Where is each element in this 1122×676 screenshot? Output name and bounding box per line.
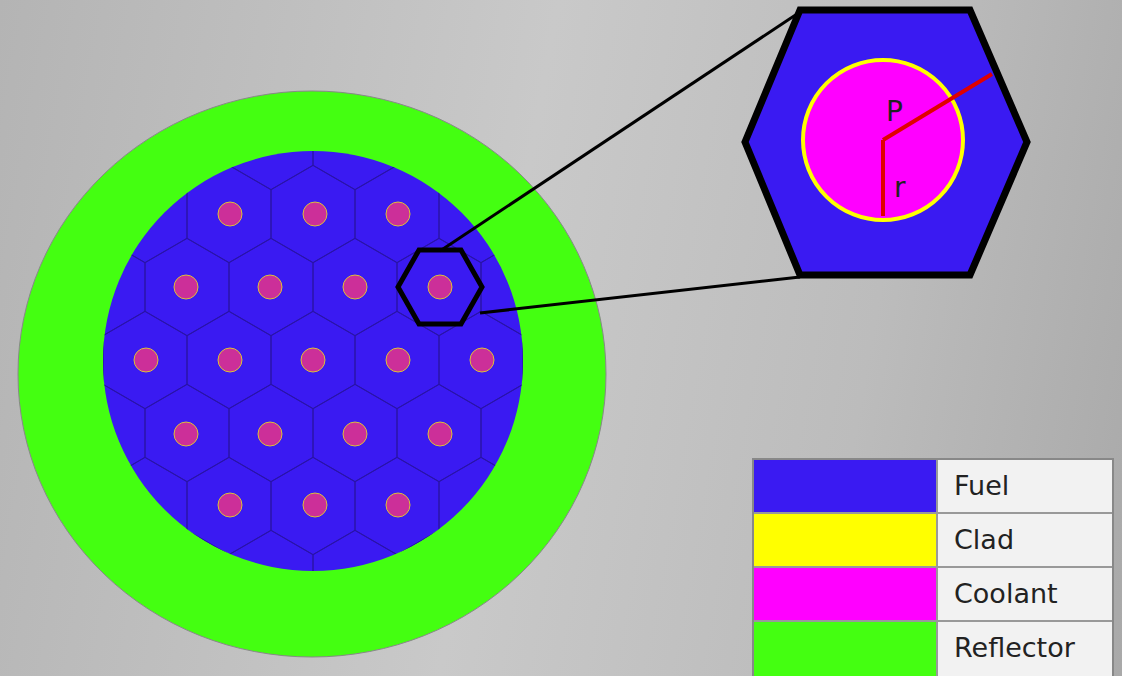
dimension-label: P [886,98,903,126]
hex-cell [397,93,481,190]
coolant-pin [343,422,367,446]
zoom-line [480,277,800,313]
coolant-pin [218,348,242,372]
hex-cell [481,239,565,336]
hex-cell [229,239,313,336]
pitch-line [883,74,992,140]
hex-cell [397,385,481,482]
legend-row: Reflector [754,622,1112,676]
hex-cell [145,531,229,628]
hex-cell [313,531,397,628]
hex-cell [19,166,103,263]
zoom-cell [745,10,1027,275]
coolant-pin [218,202,242,226]
legend-swatch [754,622,938,676]
hex-cell [271,312,355,409]
hex-cell [565,239,649,336]
legend-swatch [754,514,938,566]
hex-cell [0,166,19,263]
hex-cell [439,458,523,555]
hex-cell [103,166,187,263]
hex-cell [0,458,19,555]
legend-table: FuelCladCoolantReflector [752,458,1114,676]
coolant-pin [174,275,198,299]
hex-cell [61,239,145,336]
hex-cell [355,458,439,555]
hex-cell [313,385,397,482]
coolant-pin [174,422,198,446]
hex-cell [397,531,481,628]
hex-cell [523,166,607,263]
legend-swatch [754,568,938,620]
hex-cell [229,93,313,190]
hex-cell [397,239,481,336]
highlighted-cell [398,250,482,324]
hex-cell [481,385,565,482]
hex-cell [61,531,145,628]
coolant-pin [428,422,452,446]
hex-cell [0,531,61,628]
hex-cell [19,458,103,555]
coolant-pin [386,202,410,226]
hex-cell [229,385,313,482]
hex-cell [607,166,691,263]
coolant-pin [303,493,327,517]
hex-cell [313,239,397,336]
legend-text: Fuel [938,460,1009,512]
hex-cell [271,458,355,555]
hex-cell [523,458,607,555]
legend-text: Coolant [938,568,1058,620]
hex-cell [145,93,229,190]
hex-cell [0,385,61,482]
coolant-pin [343,275,367,299]
coolant-pin [428,275,452,299]
legend-text: Clad [938,514,1014,566]
coolant-pin [303,202,327,226]
coolant-pin [258,422,282,446]
hex-cell [607,312,691,409]
hex-cell [313,93,397,190]
hex-cell [523,312,607,409]
hex-cell [103,458,187,555]
hex-lattice [0,93,691,628]
hex-cell [103,312,187,409]
coolant-pin [386,493,410,517]
legend-row: Clad [754,514,1112,568]
hex-cell [607,458,691,555]
hex-cell [0,312,19,409]
hex-cell [187,458,271,555]
radius-line [881,140,885,216]
hex-cell [145,385,229,482]
hex-cell [229,531,313,628]
hex-cell [481,531,565,628]
coolant-pin [301,348,325,372]
dimension-label: r [894,174,906,202]
hex-cell [565,531,649,628]
legend-swatch [754,460,938,512]
legend-row: Coolant [754,568,1112,622]
legend-text: Reflector [938,622,1075,676]
hex-cell [61,93,145,190]
hex-cell [0,239,61,336]
hex-cell [565,385,649,482]
coolant-pin [258,275,282,299]
hex-cell [0,93,61,190]
clad-coolant-pin [803,60,963,220]
hex-cell [145,239,229,336]
hex-cell [271,166,355,263]
coolant-pin [134,348,158,372]
coolant-pin [386,348,410,372]
coolant-pin [218,493,242,517]
hex-cell [61,385,145,482]
fuel-region [103,151,523,571]
hex-cell [187,166,271,263]
legend-row: Fuel [754,460,1112,514]
reflector-ring [18,91,606,657]
hex-cell [187,312,271,409]
coolant-pin [470,348,494,372]
hex-cell [19,312,103,409]
